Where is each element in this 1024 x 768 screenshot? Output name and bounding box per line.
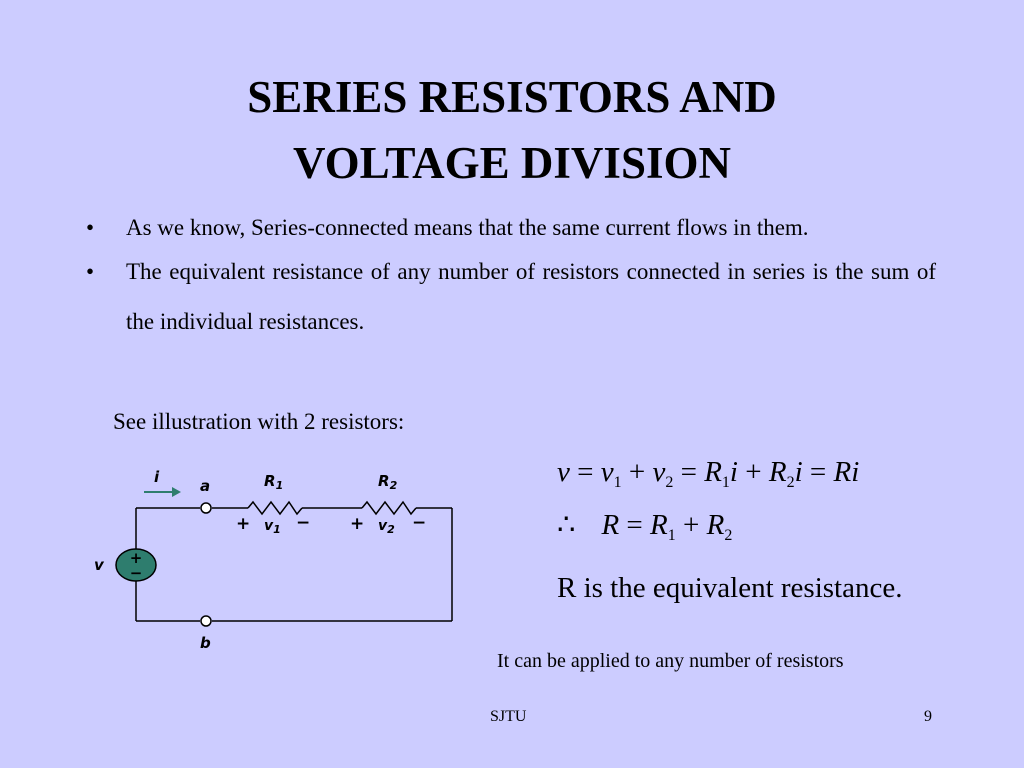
- source-plus-sign: +: [130, 549, 143, 567]
- eq-operator: =: [569, 456, 601, 488]
- slide-title: SERIES RESISTORS AND VOLTAGE DIVISION: [0, 64, 1024, 196]
- v2-label: v2: [378, 518, 395, 536]
- source-voltage-label: v: [94, 556, 105, 574]
- v1-letter: v: [264, 518, 274, 534]
- bullet-marker: •: [86, 259, 95, 284]
- eq-term: v: [557, 456, 570, 488]
- equivalent-resistance-equation: ∴R = R1 + R2: [557, 507, 732, 545]
- v1-label: v1: [264, 518, 281, 536]
- therefore-symbol: ∴: [557, 509, 576, 541]
- bullet-marker: •: [86, 215, 95, 240]
- eq-term: i: [794, 456, 803, 488]
- current-arrow-head: [172, 487, 181, 497]
- eq-term: i: [729, 456, 738, 488]
- eq-operator: =: [619, 509, 651, 541]
- r2-letter: R: [378, 472, 390, 490]
- v2-plus-sign: +: [350, 514, 364, 534]
- eq-operator: +: [621, 456, 653, 488]
- bullet-text: As we know, Series-connected means that …: [126, 215, 809, 240]
- bullet-list: • As we know, Series-connected means tha…: [86, 210, 936, 347]
- eq-subscript: 1: [667, 527, 676, 544]
- resistor-r2-symbol: [361, 500, 417, 516]
- eq-term: R: [706, 509, 725, 541]
- v1-minus-sign: −: [296, 513, 310, 533]
- node-b-label: b: [200, 634, 211, 652]
- node-b-terminal: [200, 615, 212, 627]
- any-number-note: It can be applied to any number of resis…: [497, 650, 844, 672]
- source-minus-sign: −: [130, 564, 143, 582]
- v1-plus-sign: +: [236, 514, 250, 534]
- eq-subscript: 1: [613, 474, 622, 491]
- r2-label: R2: [378, 472, 398, 492]
- slide-number: 9: [924, 708, 932, 725]
- eq-term: R: [704, 456, 722, 488]
- eq-subscript: 1: [721, 474, 730, 491]
- eq-subscript: 2: [665, 474, 674, 491]
- voltage-sum-equation: v = v1 + v2 = R1i + R2i = Ri: [557, 456, 859, 492]
- eq-term: R: [601, 509, 620, 541]
- eq-subscript: 2: [724, 527, 733, 544]
- eq-term: R: [650, 509, 668, 541]
- bullet-item-1: • As we know, Series-connected means tha…: [86, 210, 936, 245]
- eq-operator: =: [802, 456, 834, 488]
- current-label: i: [154, 468, 160, 486]
- r1-label: R1: [264, 472, 283, 492]
- footer-institution: SJTU: [490, 708, 527, 725]
- v2-letter: v: [378, 518, 388, 534]
- eq-operator: +: [737, 456, 769, 488]
- eq-term: v: [600, 456, 614, 488]
- series-circuit-diagram: + − i a b v R1 R2 + v1 − + v2 −: [94, 468, 453, 652]
- v2-subscript: 2: [387, 523, 395, 536]
- eq-term: Ri: [833, 456, 860, 488]
- bullet-item-2: • The equivalent resistance of any numbe…: [86, 247, 936, 347]
- bullet-text: The equivalent resistance of any number …: [126, 259, 936, 334]
- illustration-caption: See illustration with 2 resistors:: [113, 409, 405, 434]
- r1-letter: R: [264, 472, 276, 490]
- eq-subscript: 2: [786, 474, 795, 491]
- resistor-r1-symbol: [247, 500, 303, 516]
- r1-subscript: 1: [276, 479, 284, 492]
- r2-subscript: 2: [390, 479, 398, 492]
- slide-title-line-2: VOLTAGE DIVISION: [293, 138, 731, 188]
- node-a-label: a: [200, 477, 210, 495]
- eq-operator: =: [673, 456, 705, 488]
- v1-subscript: 1: [273, 523, 281, 536]
- v2-minus-sign: −: [412, 513, 426, 533]
- equivalent-resistance-note: R is the equivalent resistance.: [557, 572, 903, 604]
- eq-term: R: [768, 456, 787, 488]
- node-a-terminal: [200, 502, 212, 514]
- eq-term: v: [652, 456, 666, 488]
- voltage-source-symbol: [115, 548, 157, 582]
- slide-title-line-1: SERIES RESISTORS AND: [247, 72, 777, 122]
- eq-operator: +: [675, 509, 707, 541]
